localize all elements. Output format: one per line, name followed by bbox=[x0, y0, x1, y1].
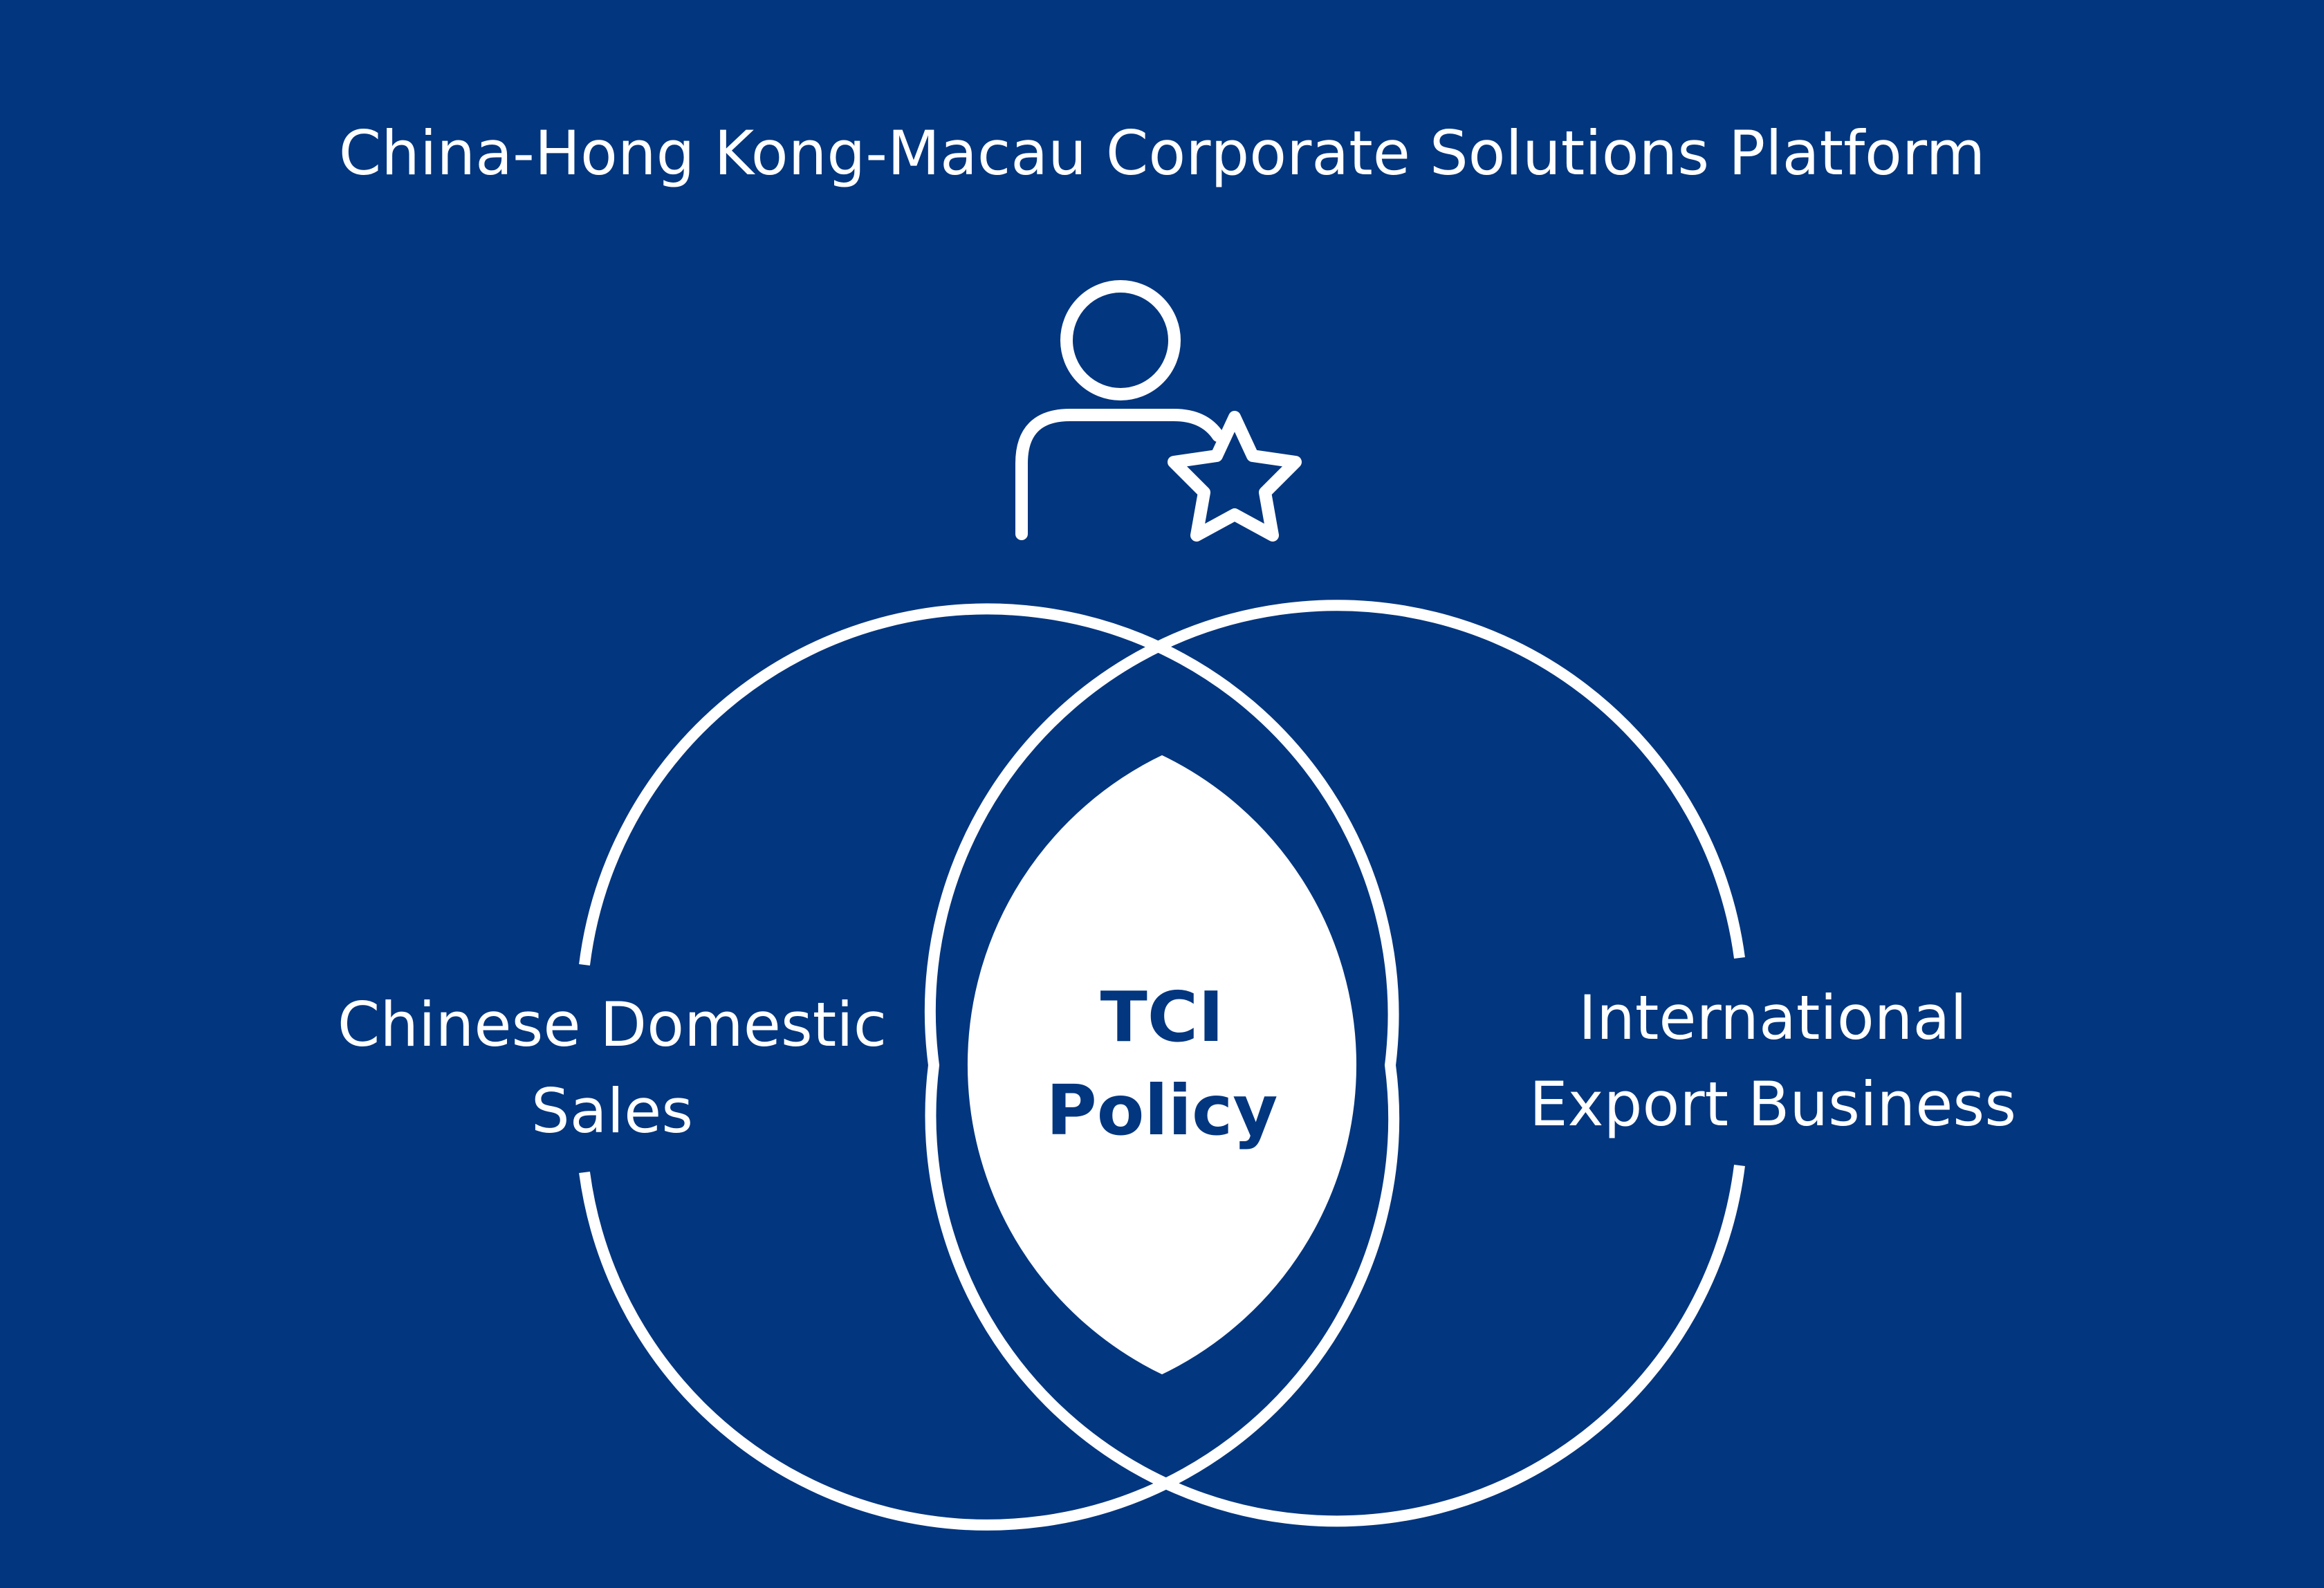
intersection-label-line2: Policy bbox=[1046, 1070, 1278, 1151]
person-with-star-icon bbox=[1015, 280, 1302, 542]
intersection-label-line1: TCI bbox=[1100, 977, 1224, 1058]
intersection-fill bbox=[961, 749, 1363, 1381]
star-icon bbox=[1168, 411, 1302, 542]
left-set-label-line1: Chinese Domestic bbox=[338, 989, 887, 1060]
person-head-icon bbox=[1060, 280, 1181, 400]
left-circle bbox=[579, 603, 1400, 1531]
person-body-icon bbox=[1015, 409, 1224, 540]
right-set-label-line1: International bbox=[1578, 982, 1967, 1053]
left-set-label-line2: Sales bbox=[531, 1075, 693, 1147]
diagram-title: China-Hong Kong-Macau Corporate Solution… bbox=[339, 118, 1986, 189]
intersection-inner-border bbox=[957, 743, 1367, 1387]
right-set-label-line2: Export Business bbox=[1529, 1069, 2016, 1140]
right-circle bbox=[924, 599, 1745, 1527]
